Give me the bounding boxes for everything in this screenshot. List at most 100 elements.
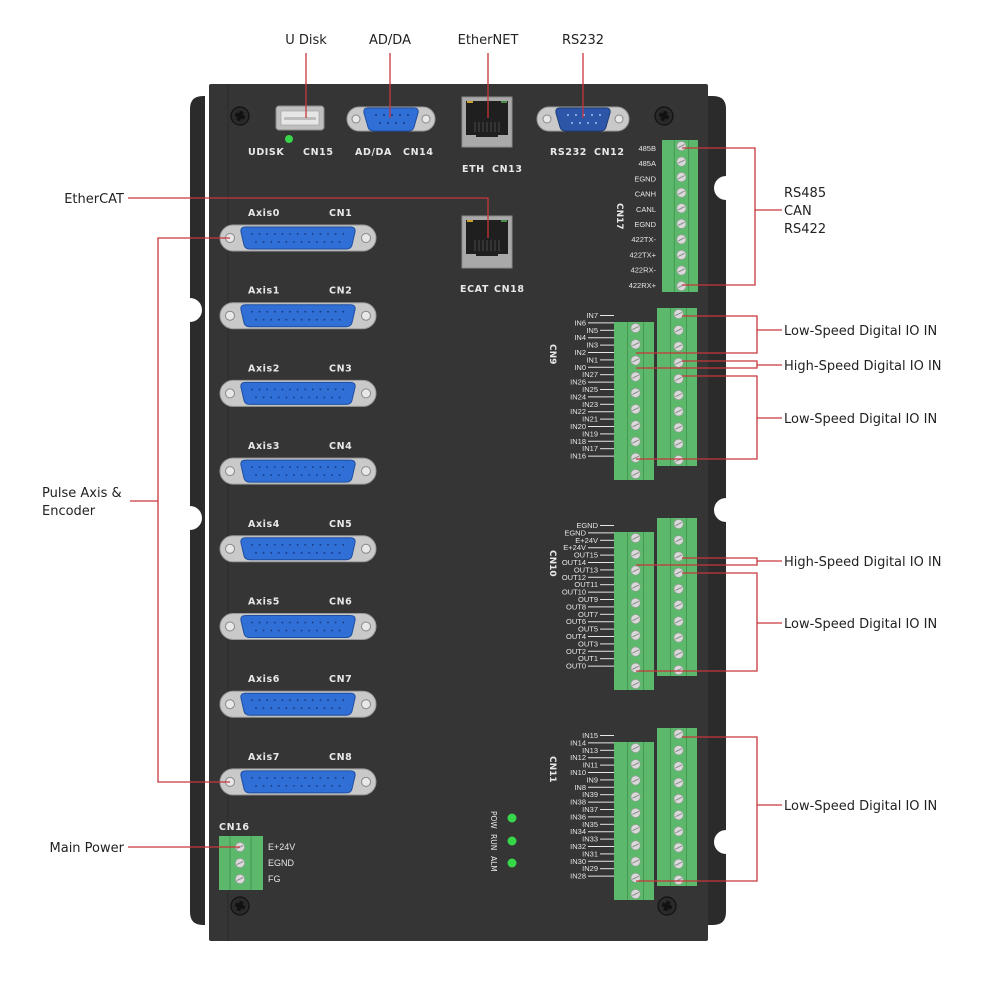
terminal-screw: [673, 406, 684, 417]
callout-main-power: Main Power: [50, 841, 125, 856]
terminal-screw: [630, 436, 641, 447]
cn11-pin-label: IN39: [582, 790, 598, 799]
terminal-screw: [676, 156, 687, 167]
cn10-pin-label: OUT10: [562, 588, 586, 597]
axis-connector-3[interactable]: [219, 457, 377, 485]
terminal-screw: [673, 583, 684, 594]
terminal-screw: [673, 664, 684, 676]
screw-icon: [230, 106, 250, 126]
terminal-screw: [630, 614, 641, 625]
cn17-pin-label: EGND: [634, 174, 656, 183]
screw-icon: [654, 106, 674, 126]
terminal-screw: [673, 454, 684, 466]
terminal-screw: [630, 452, 641, 463]
terminal-screw: [630, 565, 641, 576]
udisk-port[interactable]: [275, 105, 325, 131]
axis-connector-6[interactable]: [219, 690, 377, 718]
terminal-screw: [676, 218, 687, 229]
axis-cn-label: CN4: [329, 441, 352, 452]
cn9-pin-label: IN7: [586, 311, 598, 320]
terminal-screw: [673, 422, 684, 433]
terminal-screw: [630, 404, 641, 415]
cn9-terminal-rear[interactable]: [657, 308, 697, 466]
terminal-screw: [630, 387, 641, 398]
rs232-port-label: RS232: [550, 147, 587, 158]
terminal-screw: [630, 775, 641, 786]
adda-port[interactable]: [346, 106, 436, 132]
axis-label: Axis5: [248, 597, 280, 608]
terminal-screw: [673, 535, 684, 546]
cn11-terminal-front[interactable]: [614, 742, 654, 900]
cn16-pin-label: EGND: [268, 858, 295, 868]
axis-label: Axis0: [248, 208, 280, 219]
cn9-pin-label: IN1: [586, 355, 598, 364]
cn17-terminal[interactable]: [662, 140, 698, 292]
cn10-terminal-rear[interactable]: [657, 518, 697, 676]
callout-cn11-low-speed: Low-Speed Digital IO IN: [784, 799, 937, 814]
callout-ethernet: EtherNET: [458, 33, 519, 48]
terminal-blocks: 485B485AEGNDCANHCANLEGND422TX-422TX+422R…: [562, 140, 698, 900]
terminal-screw: [673, 600, 684, 611]
run-led: [507, 836, 517, 846]
cn11-pin-label: IN8: [574, 783, 586, 792]
main-power-terminal[interactable]: [219, 836, 263, 890]
callout-pulse-axis: Pulse Axis &: [42, 486, 122, 501]
cn11-terminal-rear[interactable]: [657, 728, 697, 886]
cn11-pin-label: IN38: [570, 798, 586, 807]
cn10-terminal-front[interactable]: [614, 532, 654, 690]
callout-cn10-low-speed: Low-Speed Digital IO IN: [784, 617, 937, 632]
status-leds: POW RUN ALM: [489, 811, 517, 872]
axis-connector-0[interactable]: [219, 224, 377, 252]
terminal-screw: [673, 357, 684, 368]
cn11-pin-label: IN37: [582, 805, 598, 814]
terminal-screw: [676, 187, 687, 198]
callout-rs485: RS485: [784, 186, 826, 201]
cn9-pin-label: IN27: [582, 370, 598, 379]
cn11-pin-label: IN11: [583, 761, 598, 770]
cn11-pin-label: IN9: [586, 775, 598, 784]
axis-connector-7[interactable]: [219, 768, 377, 796]
callout-ethercat: EtherCAT: [64, 192, 124, 207]
adda-cn-label: CN14: [403, 147, 434, 158]
callout-cn9-low-speed-bottom: Low-Speed Digital IO IN: [784, 412, 937, 427]
ethernet-port[interactable]: [461, 96, 513, 148]
terminal-screw: [673, 826, 684, 837]
axis-connector-2[interactable]: [219, 379, 377, 407]
terminal-screw: [673, 777, 684, 788]
axis-cn-label: CN5: [329, 519, 352, 530]
terminal-screw: [630, 630, 641, 641]
axis-cn-label: CN6: [329, 597, 352, 608]
cn10-pin-label: OUT0: [566, 662, 586, 671]
callout-cn9-high-speed: High-Speed Digital IO IN: [784, 359, 942, 374]
terminal-screw: [630, 322, 641, 334]
led-label-pow: POW: [489, 811, 498, 829]
terminal-screw: [673, 390, 684, 401]
cn9-pin-label: IN6: [574, 318, 586, 327]
cn11-pin-label: IN36: [570, 812, 586, 821]
cn9-pin-label: IN16: [570, 452, 586, 461]
cn10-pin-label: OUT1: [578, 654, 598, 663]
axis-label: Axis7: [248, 752, 280, 763]
axis-label: Axis6: [248, 674, 280, 685]
terminal-screw: [630, 355, 641, 366]
cn9-pin-label: IN25: [582, 385, 598, 394]
terminal-screw: [630, 468, 641, 480]
cn9-pin-label: IN24: [570, 392, 586, 401]
terminal-screw: [630, 549, 641, 560]
axis-connector-4[interactable]: [219, 535, 377, 563]
callout-udisk: U Disk: [285, 33, 327, 48]
screw-icon: [657, 896, 677, 916]
callout-cn10-high-speed: High-Speed Digital IO IN: [784, 555, 942, 570]
terminal-screw: [630, 581, 641, 592]
cn11-pin-label: IN13: [582, 746, 598, 755]
ethercat-port[interactable]: [461, 215, 513, 269]
rs232-port[interactable]: [536, 106, 630, 132]
cn9-terminal-front[interactable]: [614, 322, 654, 480]
mounting-bracket-left: [190, 96, 205, 925]
axis-connector-1[interactable]: [219, 302, 377, 330]
axis-connector-5[interactable]: [219, 613, 377, 640]
callout-cn9-low-speed-top: Low-Speed Digital IO IN: [784, 324, 937, 339]
cn10-pin-label: EGND: [564, 528, 586, 537]
cn11-pin-label: IN28: [570, 872, 586, 881]
cn16-pin-label: FG: [268, 874, 281, 884]
